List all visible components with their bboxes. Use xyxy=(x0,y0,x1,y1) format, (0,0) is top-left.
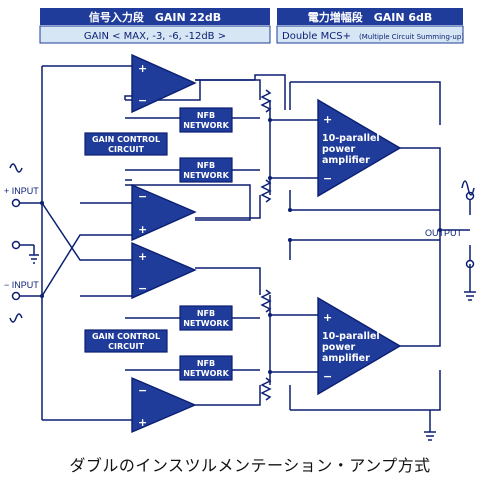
amp-minus-sign: − xyxy=(138,190,147,203)
inverted-sine-wave-icon xyxy=(9,313,23,323)
junction-dots xyxy=(40,118,442,374)
output-sine-wave-icon xyxy=(461,180,475,196)
diagram-caption: ダブルのインスツルメンテーション・アンプ方式 xyxy=(69,456,431,475)
power-amp-label-line1: 10-parallel xyxy=(322,331,380,342)
gain-control-label-line1: GAIN CONTROL xyxy=(92,332,160,341)
power-amp-label-line1: 10-parallel xyxy=(322,133,380,144)
resistors xyxy=(260,89,272,401)
power-amp-lower: + 10-parallel power amplifier − xyxy=(317,296,402,396)
minus-input-terminal: − INPUT xyxy=(4,280,39,323)
power-stage-topology: Double MCS+ (Multiple Circuit Summing-up… xyxy=(282,24,464,43)
nfb-network-2: NFB NETWORK xyxy=(179,157,233,183)
plus-input-label: + INPUT xyxy=(4,186,39,196)
input-stage-title: 信号入力段 GAIN 22dB xyxy=(89,10,221,24)
nfb-label-line1: NFB xyxy=(197,111,215,120)
gain-control-circuit-lower: GAIN CONTROL CIRCUIT xyxy=(84,329,168,353)
gain-control-label-line2: CIRCUIT xyxy=(108,145,144,154)
nfb-label-line2: NETWORK xyxy=(183,121,229,130)
amp-minus-sign: − xyxy=(323,370,332,383)
power-amp-label-line3: amplifier xyxy=(322,353,370,364)
gain-control-circuit-upper: GAIN CONTROL CIRCUIT xyxy=(84,132,168,156)
power-stage-topology-detail: (Multiple Circuit Summing-up) xyxy=(359,33,464,41)
nfb-label-line2: NETWORK xyxy=(183,171,229,180)
nfb-network-3: NFB NETWORK xyxy=(179,305,233,331)
minus-input-label: − INPUT xyxy=(4,280,39,290)
power-stage-topology-main: Double MCS+ xyxy=(282,31,351,42)
amp-minus-sign: − xyxy=(138,282,147,295)
nfb-label-line2: NETWORK xyxy=(183,369,229,378)
nfb-label-line1: NFB xyxy=(197,359,215,368)
power-amp-label-line2: power xyxy=(322,342,356,353)
amp-plus-sign: + xyxy=(138,250,147,263)
wiring xyxy=(20,65,471,441)
resistor-4 xyxy=(260,377,272,401)
amp-minus-sign: − xyxy=(138,94,147,107)
amp-plus-sign: + xyxy=(138,223,147,236)
power-stage-title: 電力増幅段 GAIN 6dB xyxy=(308,10,433,24)
power-amp-label-line3: amplifier xyxy=(322,155,370,166)
input-amp-1: + − xyxy=(131,53,197,114)
amp-minus-sign: − xyxy=(138,384,147,397)
input-stage-header: 信号入力段 GAIN 22dB GAIN < MAX, -3, -6, -12d… xyxy=(39,8,271,44)
input-amp-3: + − xyxy=(131,241,197,300)
input-stage-gain-options: GAIN < MAX, -3, -6, -12dB > xyxy=(84,31,226,42)
resistor-2 xyxy=(260,179,272,203)
output-ground-icon xyxy=(464,291,476,301)
gain-control-label-line2: CIRCUIT xyxy=(108,342,144,351)
amp-plus-sign: + xyxy=(323,311,332,324)
nfb-label-line1: NFB xyxy=(197,309,215,318)
nfb-label-line2: NETWORK xyxy=(183,319,229,328)
input-amp-2: − + xyxy=(131,183,197,242)
plus-input-terminal: + INPUT xyxy=(4,163,39,208)
nfb-network-4: NFB NETWORK xyxy=(179,355,233,381)
nfb-network-1: NFB NETWORK xyxy=(179,107,233,133)
amp-plus-sign: + xyxy=(323,113,332,126)
gain-control-label-line1: GAIN CONTROL xyxy=(92,135,160,144)
nfb-label-line1: NFB xyxy=(197,161,215,170)
resistor-3 xyxy=(260,289,272,313)
resistor-1 xyxy=(260,89,272,113)
amp-plus-sign: + xyxy=(138,416,147,429)
ground-input-terminal xyxy=(11,240,21,250)
output-label: OUTPUT xyxy=(425,228,463,238)
sine-wave-icon xyxy=(9,163,23,173)
power-stage-header: 電力増幅段 GAIN 6dB Double MCS+ (Multiple Cir… xyxy=(276,8,464,44)
amp-plus-sign: + xyxy=(138,62,147,75)
power-amp-upper: + 10-parallel power amplifier − xyxy=(317,98,402,198)
power-amp-label-line2: power xyxy=(322,144,356,155)
amp-minus-sign: − xyxy=(323,172,332,185)
input-amp-4: − + xyxy=(131,376,197,434)
output-terminal: OUTPUT xyxy=(425,180,476,301)
